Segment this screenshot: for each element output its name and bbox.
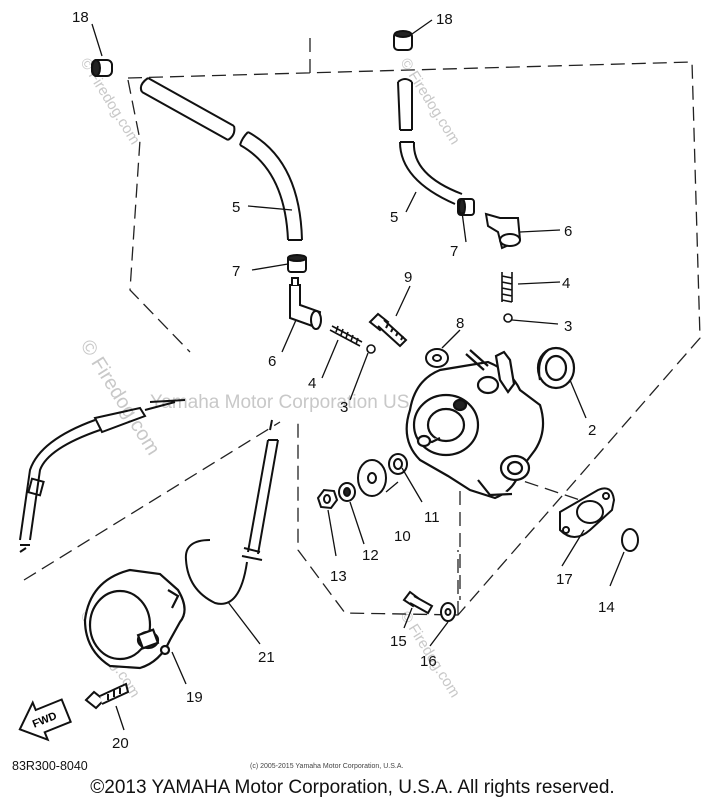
callout-20: 20	[112, 735, 129, 752]
spring-4-right	[501, 272, 513, 303]
watermark-yamaha: Yamaha Motor Corporation USA	[150, 392, 422, 413]
gasket-17	[559, 487, 616, 538]
callout-4-right: 4	[562, 275, 570, 292]
cap-18-left	[91, 59, 113, 77]
callout-2: 2	[588, 422, 596, 439]
callout-15: 15	[390, 633, 407, 650]
bolt-15	[402, 590, 434, 615]
callout-18-left: 18	[72, 9, 89, 26]
callout-7-left: 7	[232, 263, 240, 280]
elbow-6-right	[484, 212, 522, 250]
oil-pump-body	[405, 349, 545, 500]
cap-18-right	[393, 30, 413, 51]
callout-14: 14	[598, 599, 615, 616]
callout-16: 16	[420, 653, 437, 670]
washer-8	[425, 348, 449, 368]
elbow-6-left	[289, 277, 322, 330]
small-copyright: (c) 2005-2015 Yamaha Motor Corporation, …	[250, 763, 403, 770]
callout-3-right: 3	[564, 318, 572, 335]
washer-16	[440, 602, 456, 622]
callout-5-right: 5	[390, 209, 398, 226]
dashed-boundaries	[23, 38, 701, 616]
callout-labels: 18 18 5 5 7 7 6 6 4 4 3 3 9 8 2 10 11 12…	[72, 9, 615, 752]
callout-5-left: 5	[232, 199, 240, 216]
nut-13	[316, 488, 339, 510]
seal-14	[621, 528, 639, 552]
callout-3-left: 3	[340, 399, 348, 416]
callout-6-left: 6	[268, 353, 276, 370]
callout-13: 13	[330, 568, 347, 585]
clamp-7-left	[287, 254, 307, 273]
screw-9	[368, 312, 408, 348]
oil-seal-2	[536, 346, 576, 390]
callout-4-left: 4	[308, 375, 316, 392]
gear-10	[357, 459, 387, 497]
pump-cover-19	[83, 568, 186, 670]
spring-4-left	[329, 325, 363, 347]
ball-3-right	[503, 313, 513, 323]
callout-6-right: 6	[564, 223, 572, 240]
left-hose	[139, 77, 303, 241]
copyright-notice: ©2013 YAMAHA Motor Corporation, U.S.A. A…	[90, 777, 615, 798]
callout-9: 9	[404, 269, 412, 286]
cable-21	[184, 419, 279, 605]
callout-12: 12	[362, 547, 379, 564]
callout-19: 19	[186, 689, 203, 706]
right-hose	[397, 78, 463, 205]
callout-18-right: 18	[436, 11, 453, 28]
clamp-7-right	[457, 198, 475, 216]
diagram-code: 83R300-8040	[12, 759, 88, 773]
callout-7-right: 7	[450, 243, 458, 260]
callout-11: 11	[424, 509, 440, 526]
callout-10: 10	[394, 528, 411, 545]
screw-20	[84, 682, 130, 710]
ball-3-left	[366, 344, 376, 354]
callout-17: 17	[556, 571, 573, 588]
washer-12	[338, 482, 356, 502]
fwd-arrow-icon: FWD	[18, 698, 72, 742]
leader-lines	[91, 19, 625, 731]
callout-8: 8	[456, 315, 464, 332]
oil-cable-left	[19, 399, 186, 553]
callout-21: 21	[258, 649, 275, 666]
